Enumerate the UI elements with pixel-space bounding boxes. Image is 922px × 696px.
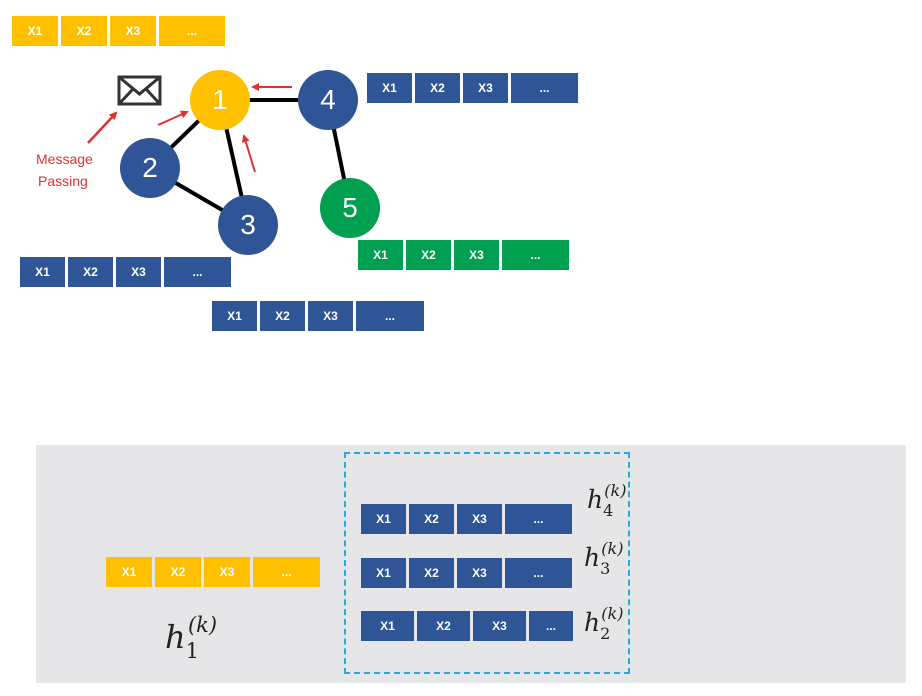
math-sub: 2: [600, 624, 611, 643]
arrow-to-envelope: [87, 111, 118, 144]
math-base: h: [584, 543, 601, 572]
vector-cell: X1: [12, 16, 58, 46]
math-base: h: [584, 608, 601, 637]
neighbor-group-box: [344, 452, 630, 674]
feature-vector-node-1: X1 X2 X3 ...: [12, 16, 225, 46]
h1-k-label: h1(k): [165, 613, 217, 663]
vector-cell: X2: [260, 301, 305, 331]
node-2: 2: [120, 138, 180, 198]
h2-k-label: h2(k): [584, 604, 623, 643]
node-3-label: 3: [240, 209, 256, 240]
aggregated-vector-node-1: X1 X2 X3 ...: [106, 557, 320, 587]
vector-cell: X1: [361, 504, 406, 534]
message-label-line2: Passing: [38, 173, 88, 189]
message-label-line1: Message: [36, 151, 93, 167]
vector-cell: X3: [457, 504, 502, 534]
vector-cell: X1: [361, 558, 406, 588]
node-1: 1: [190, 70, 250, 130]
vector-cell: X1: [361, 611, 414, 641]
node-3: 3: [218, 195, 278, 255]
arrow-from-3: [241, 134, 256, 173]
vector-cell: ...: [502, 240, 569, 270]
vector-cell: X3: [473, 611, 526, 641]
vector-cell: X2: [409, 558, 454, 588]
feature-vector-node-3: X1 X2 X3 ...: [212, 301, 424, 331]
neighbor-vector-node-4: X1 X2 X3 ...: [361, 504, 572, 534]
vector-cell: X2: [61, 16, 107, 46]
graph-canvas: [87, 75, 352, 227]
arrow-from-2: [157, 110, 189, 126]
vector-cell: ...: [529, 611, 573, 641]
vector-cell: X2: [415, 73, 460, 103]
vector-cell: X3: [463, 73, 508, 103]
vector-cell: X2: [409, 504, 454, 534]
neighbor-vector-node-2: X1 X2 X3 ...: [361, 611, 573, 641]
vector-cell: X3: [204, 557, 250, 587]
neighbor-vector-node-3: X1 X2 X3 ...: [361, 558, 572, 588]
node-5: 5: [320, 178, 380, 238]
node-1-label: 1: [212, 84, 228, 115]
vector-cell: X1: [20, 257, 65, 287]
math-sup: (k): [601, 604, 624, 623]
vector-cell: X1: [358, 240, 403, 270]
message-passing-label: Message Passing: [36, 148, 93, 192]
node-4-label: 4: [320, 84, 336, 115]
message-arrows: [87, 83, 292, 173]
feature-vector-node-2: X1 X2 X3 ...: [20, 257, 231, 287]
vector-cell: X3: [308, 301, 353, 331]
node-4: 4: [298, 70, 358, 130]
vector-cell: ...: [505, 504, 572, 534]
vector-cell: ...: [159, 16, 225, 46]
vector-cell: X1: [212, 301, 257, 331]
envelope-icon: [117, 75, 162, 106]
vector-cell: X3: [454, 240, 499, 270]
math-sub: 4: [603, 501, 614, 520]
vector-cell: ...: [505, 558, 572, 588]
node-5-label: 5: [342, 192, 358, 223]
vector-cell: X3: [457, 558, 502, 588]
node-2-label: 2: [142, 152, 158, 183]
vector-cell: X2: [68, 257, 113, 287]
vector-cell: X2: [417, 611, 470, 641]
feature-vector-node-4: X1 X2 X3 ...: [367, 73, 578, 103]
math-base: h: [165, 618, 186, 656]
vector-cell: ...: [356, 301, 424, 331]
vector-cell: X3: [110, 16, 156, 46]
vector-cell: X2: [155, 557, 201, 587]
vector-cell: ...: [164, 257, 231, 287]
vector-cell: ...: [511, 73, 578, 103]
math-base: h: [587, 485, 604, 514]
h3-k-label: h3(k): [584, 539, 623, 578]
vector-cell: X2: [406, 240, 451, 270]
math-sup: (k): [604, 481, 627, 500]
vector-cell: X1: [367, 73, 412, 103]
math-sup: (k): [187, 613, 218, 637]
vector-cell: X1: [106, 557, 152, 587]
feature-vector-node-5: X1 X2 X3 ...: [358, 240, 569, 270]
math-sup: (k): [601, 539, 624, 558]
math-sub: 1: [185, 639, 199, 663]
math-sub: 3: [600, 559, 611, 578]
h4-k-label: h4(k): [587, 481, 626, 520]
vector-cell: ...: [253, 557, 320, 587]
vector-cell: X3: [116, 257, 161, 287]
